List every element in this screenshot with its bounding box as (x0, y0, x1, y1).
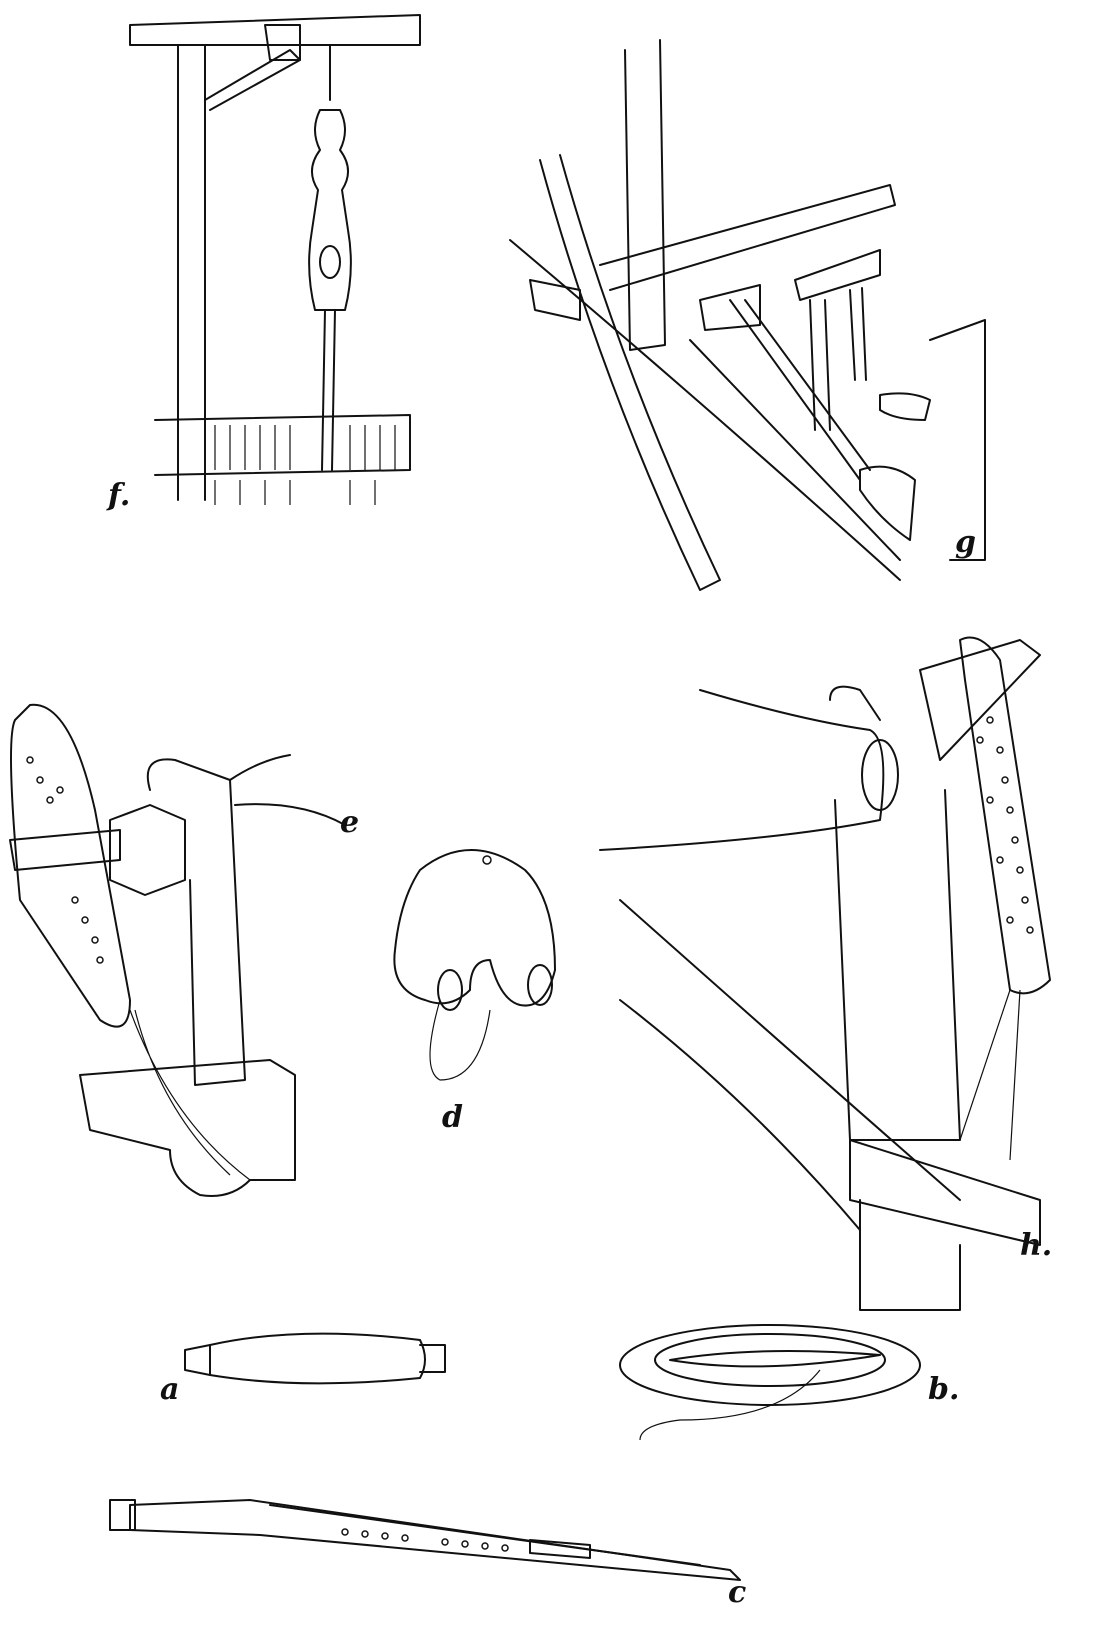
figure-a-drawing (184, 1332, 446, 1385)
figure-g-drawing (509, 39, 986, 591)
label-d: d (442, 1100, 463, 1135)
figure-f-drawing (129, 14, 421, 505)
label-a: a (160, 1372, 180, 1407)
label-e: e (340, 805, 360, 840)
figure-c-drawing (109, 1499, 741, 1581)
label-h: h. (1020, 1228, 1053, 1263)
figure-d-drawing (393, 849, 556, 1081)
label-f: f. (108, 478, 131, 513)
label-c: c (728, 1575, 747, 1610)
figure-e-drawing (9, 703, 346, 1197)
label-g: g (955, 525, 976, 560)
figure-h-drawing (599, 636, 1051, 1311)
label-b: b. (928, 1372, 960, 1407)
figure-b-drawing (619, 1324, 921, 1441)
